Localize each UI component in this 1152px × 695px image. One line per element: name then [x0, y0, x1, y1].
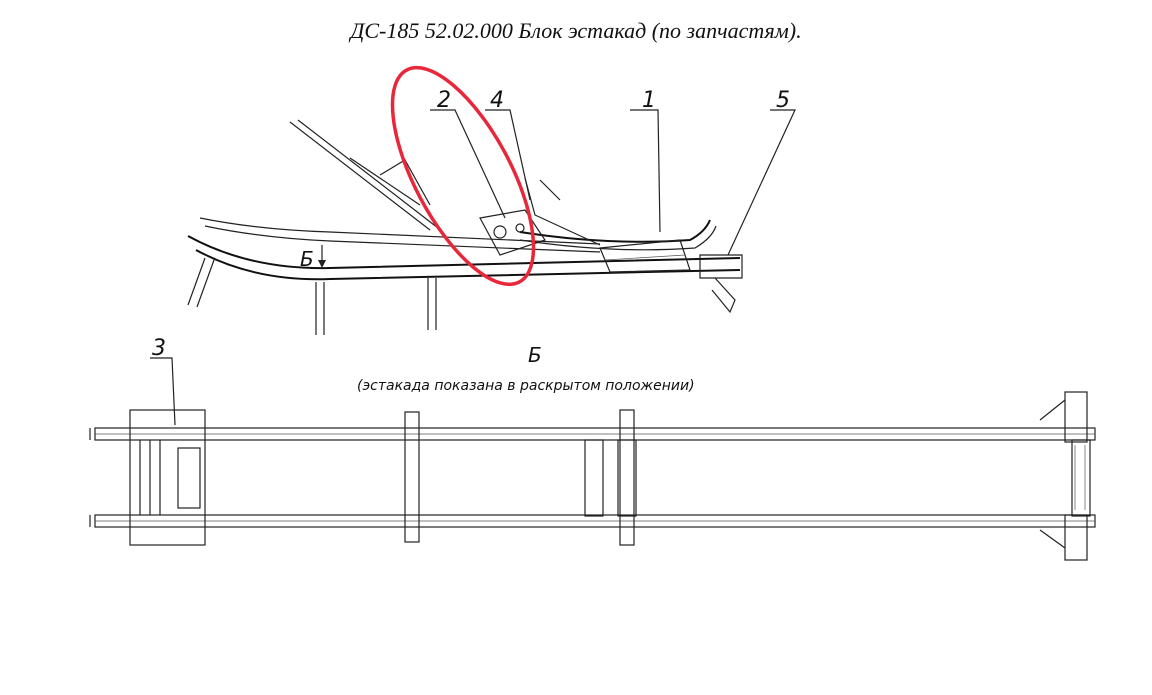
- drawing-title: ДС-185 52.02.000 Блок эстакад (по запчас…: [350, 18, 802, 43]
- callout-2: 2: [437, 88, 451, 113]
- view-label: Б: [528, 343, 542, 367]
- section-arrow-label: Б: [300, 247, 314, 271]
- callout-3: 3: [152, 336, 166, 361]
- plan-view: [89, 391, 1096, 561]
- callout-1: 1: [642, 88, 656, 113]
- view-caption: (эстакада показана в раскрытом положении…: [357, 378, 695, 394]
- callouts: 2 4 1 5 3: [150, 88, 796, 426]
- callout-4: 4: [490, 88, 504, 113]
- highlight-ellipse: [390, 65, 536, 287]
- callout-5: 5: [776, 88, 790, 113]
